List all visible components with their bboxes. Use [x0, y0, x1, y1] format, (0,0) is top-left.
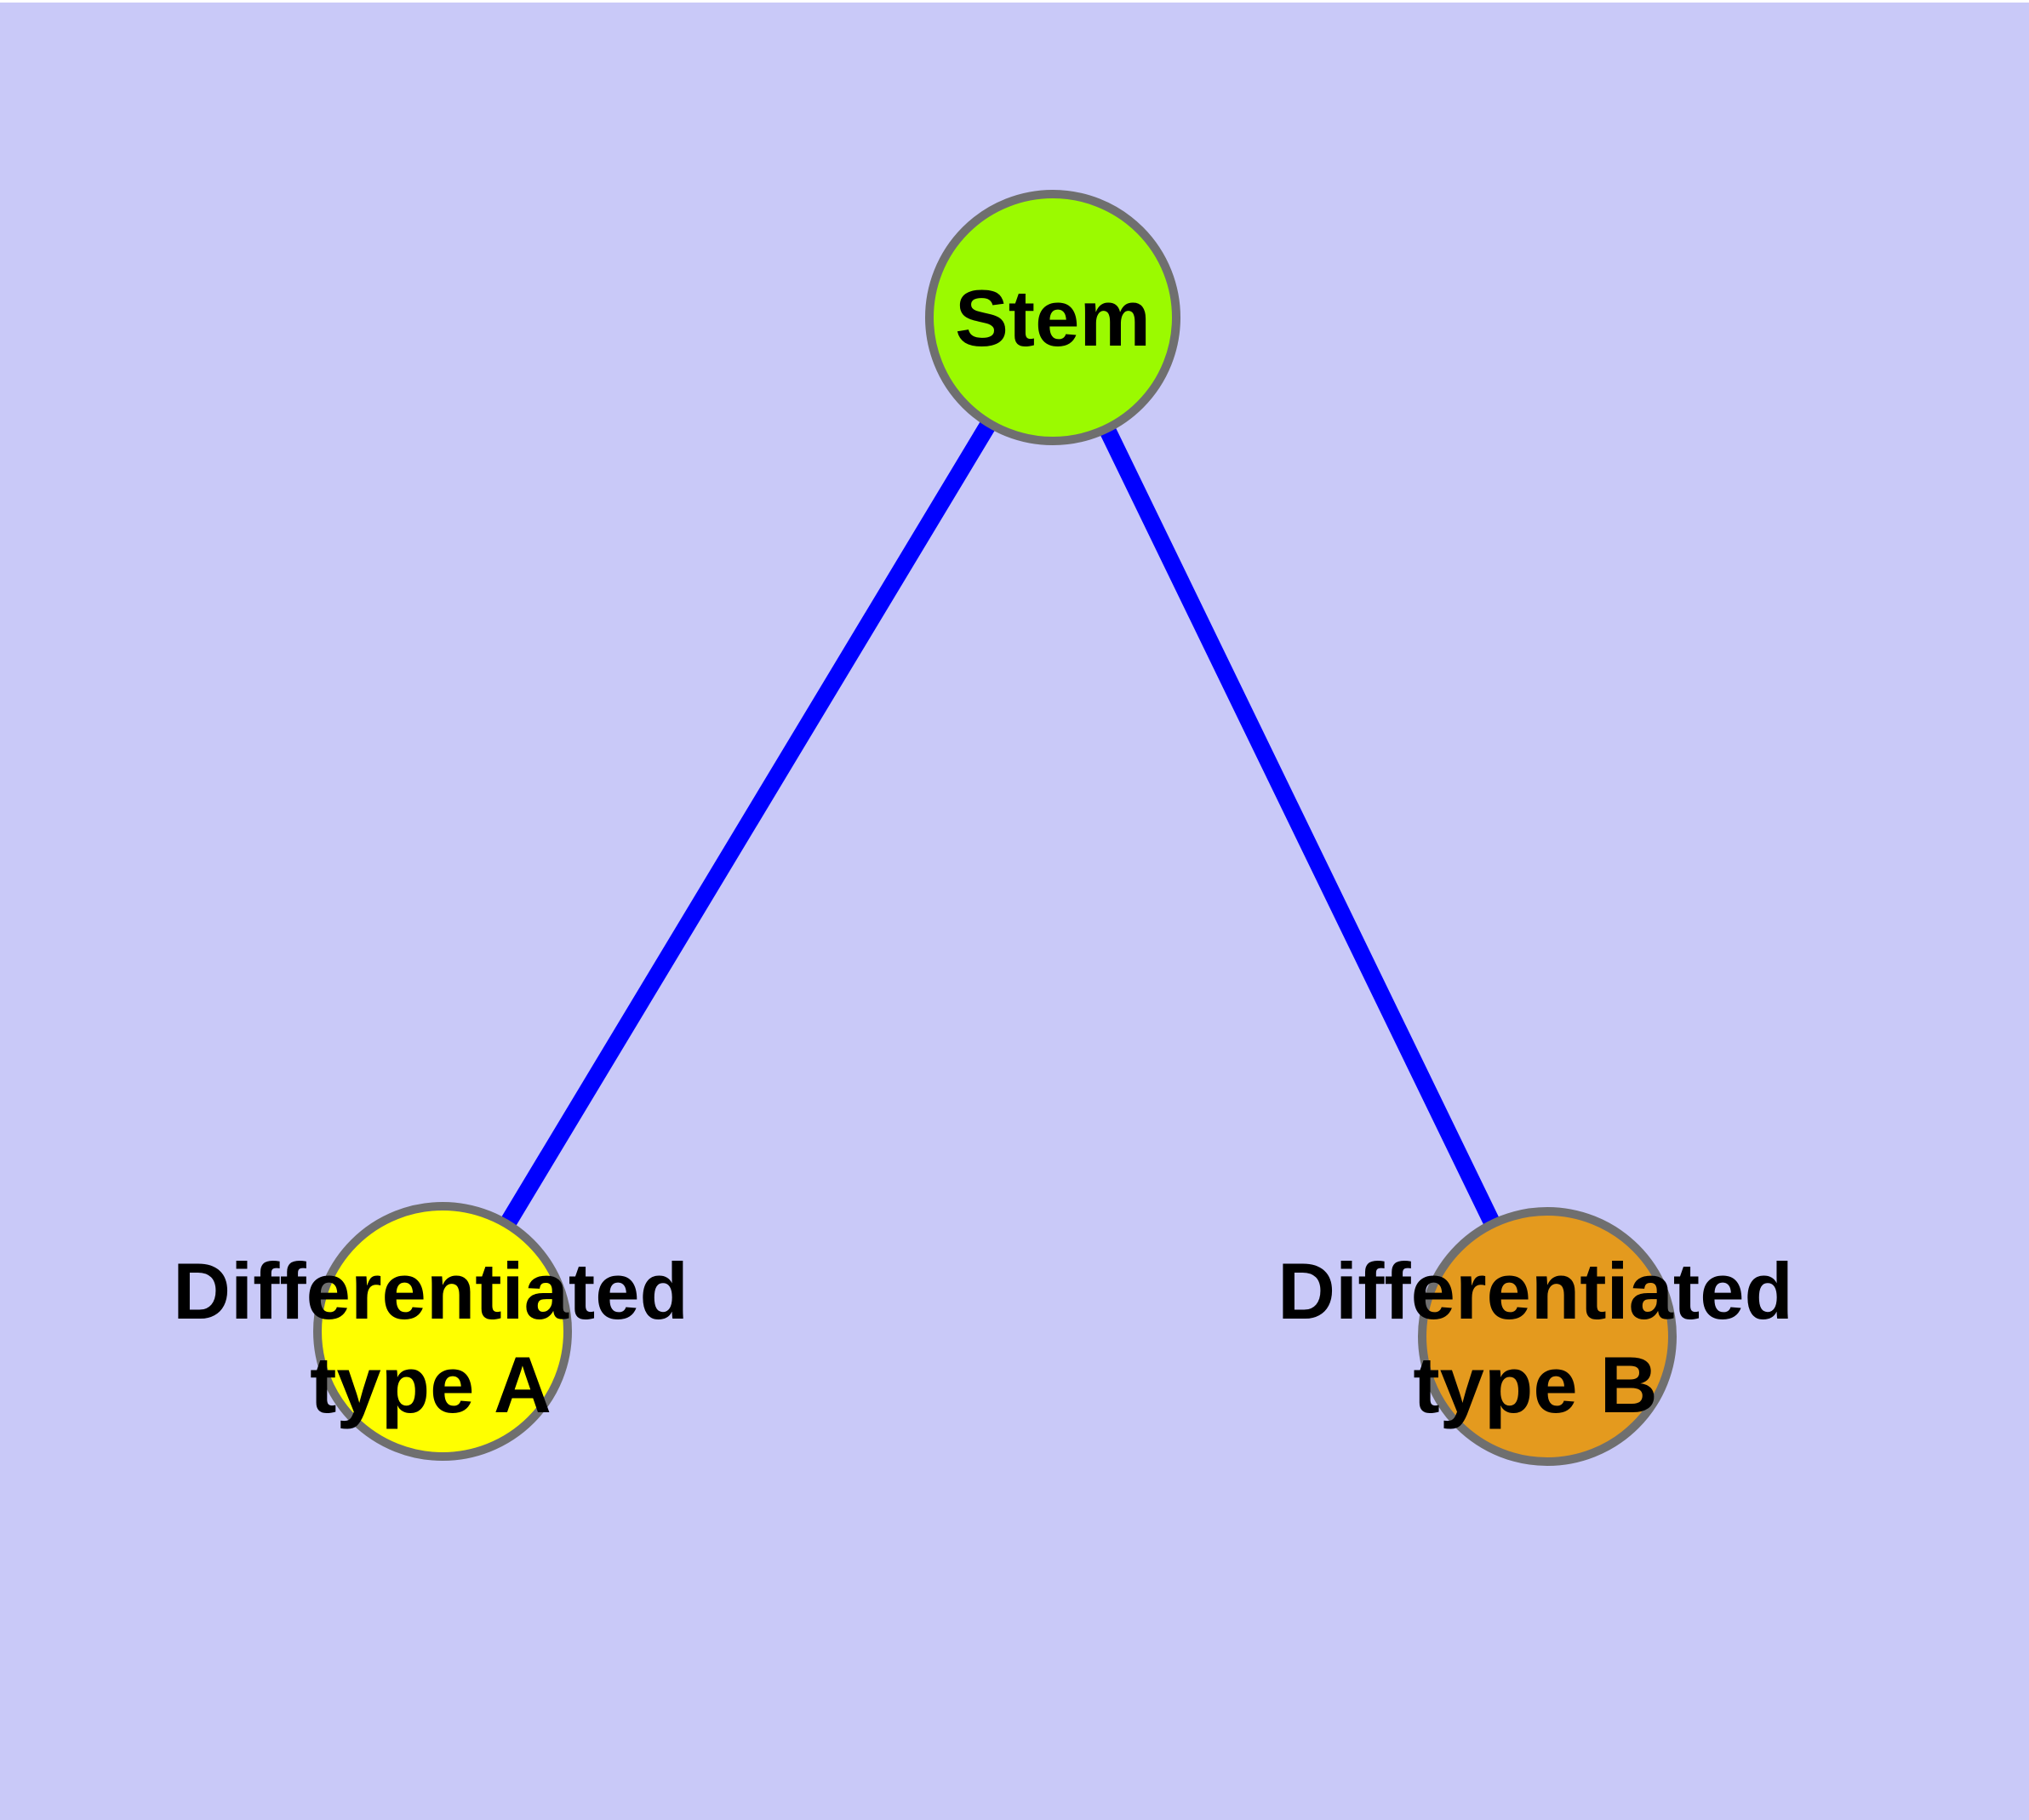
node-type-a-label: Differentiated type A	[173, 1245, 689, 1432]
node-type-b-circle	[1418, 1207, 1677, 1466]
edge-stem-to-type-a	[435, 312, 1060, 1336]
node-type-b-label-line2: type B	[1413, 1340, 1658, 1429]
edge-stem-to-type-b	[1045, 313, 1555, 1341]
node-stem-label-text: Stem	[955, 273, 1151, 363]
node-type-a-label-line1: Differentiated	[173, 1246, 689, 1336]
node-type-b-label: Differentiated type B	[1277, 1245, 1793, 1432]
top-edge-strip	[0, 0, 2029, 3]
node-stem-label: Stem	[955, 272, 1151, 365]
node-type-a-label-line2: type A	[310, 1340, 552, 1429]
node-stem-circle	[925, 190, 1180, 445]
node-type-b-label-line1: Differentiated	[1277, 1246, 1793, 1336]
node-type-a-circle	[313, 1202, 572, 1461]
